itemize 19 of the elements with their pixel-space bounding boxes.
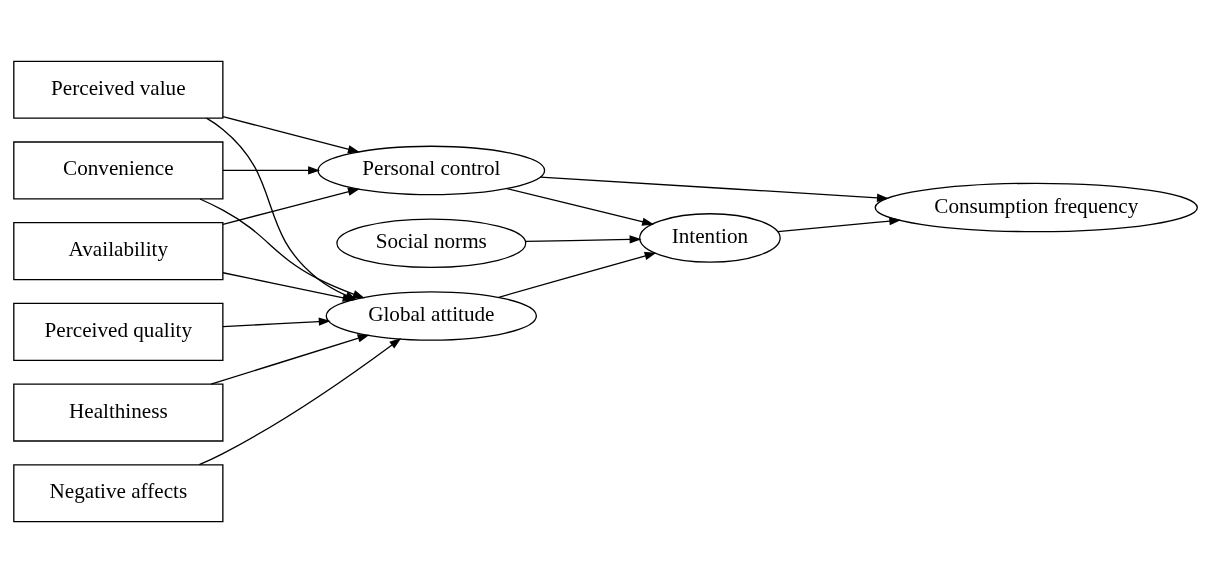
- node-box: Perceived value: [13, 60, 224, 119]
- arrow: [222, 165, 321, 175]
- node-box: Availability: [13, 221, 224, 280]
- arrow: [498, 251, 657, 298]
- node-box: Convenience: [13, 140, 224, 200]
- arrow: [539, 175, 889, 202]
- arrow: [777, 216, 902, 232]
- node-box: Negative affects: [13, 463, 224, 522]
- arrow: [222, 115, 360, 153]
- arrow: [222, 317, 331, 327]
- arrow: [525, 234, 642, 244]
- arrow: [506, 187, 655, 226]
- arrow: [222, 271, 355, 302]
- node-box: Healthiness: [13, 382, 224, 442]
- arrow: [210, 333, 370, 385]
- node-ellipse: Social norms: [336, 217, 527, 268]
- node-box: Perceived quality: [13, 302, 224, 361]
- arrow: [198, 337, 402, 465]
- arrow: [222, 187, 360, 225]
